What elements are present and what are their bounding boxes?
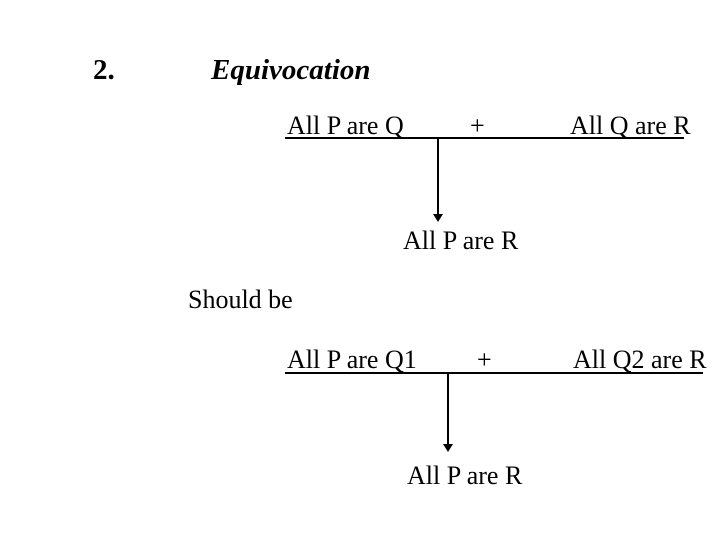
arg1-down-arrowhead-icon <box>433 214 443 222</box>
should-be-label: Should be <box>188 285 293 314</box>
arg2-premises-underline <box>285 372 703 374</box>
arg1-premises-underline <box>285 137 684 139</box>
arg2-inference-arrow-line <box>447 374 449 444</box>
arg2-premise-left: All P are Q1 <box>287 345 417 374</box>
arg2-premise-right: All Q2 are R <box>573 345 707 374</box>
arg1-inference-arrow-line <box>437 139 439 215</box>
arg1-plus-operator: + <box>470 111 485 140</box>
arg1-conclusion: All P are R <box>403 226 519 255</box>
arg2-plus-operator: + <box>477 345 492 374</box>
arg1-premise-left: All P are Q <box>287 111 404 140</box>
slide-title: Equivocation <box>211 54 371 86</box>
arg1-premise-right: All Q are R <box>570 111 691 140</box>
slide-number: 2. <box>93 54 115 86</box>
arg2-conclusion: All P are R <box>407 461 523 490</box>
arg2-down-arrowhead-icon <box>443 444 453 452</box>
